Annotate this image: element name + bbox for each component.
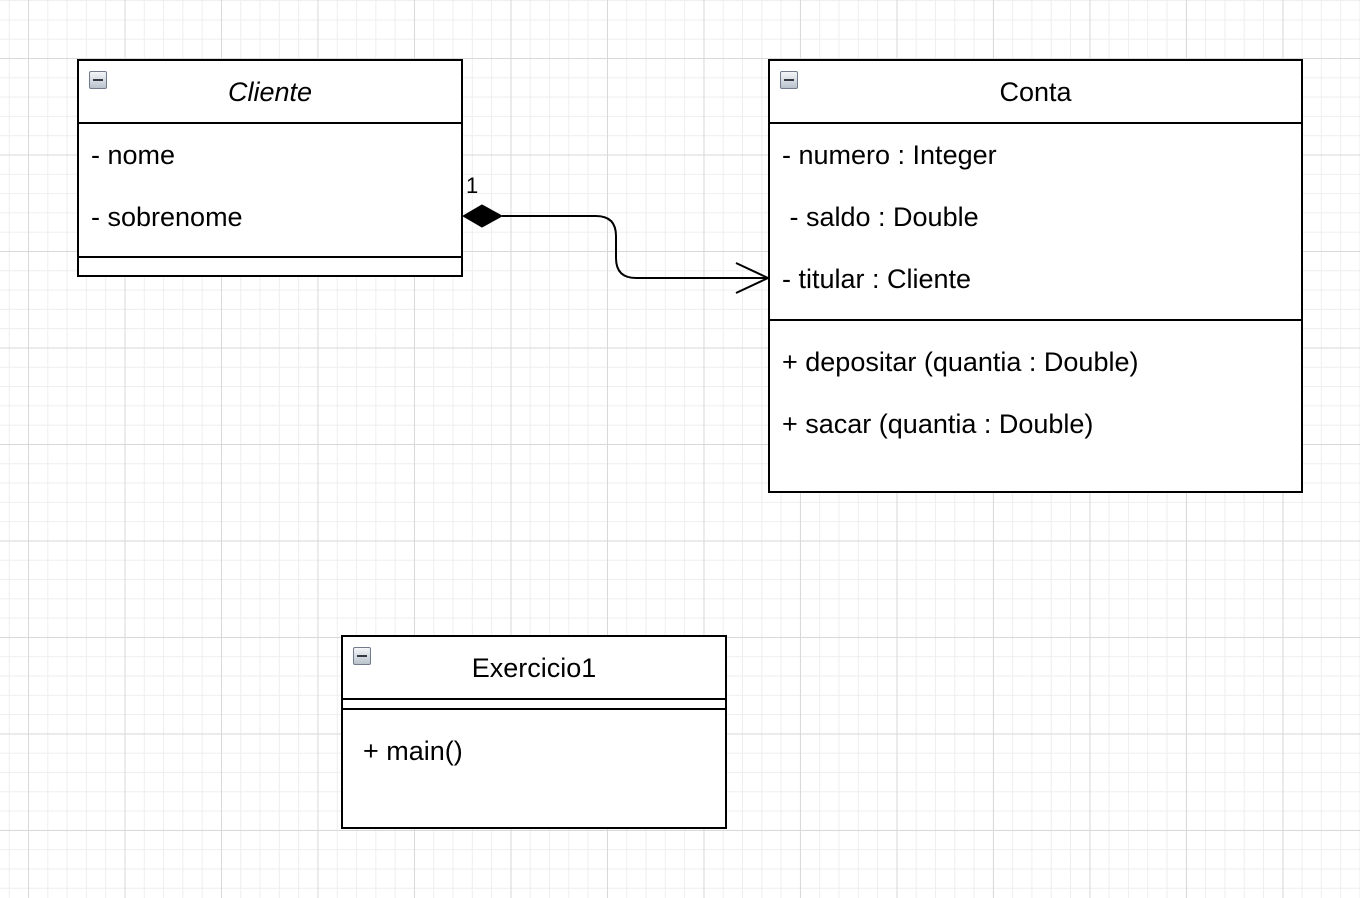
collapse-minus-icon[interactable] <box>89 71 107 89</box>
class-conta-attributes: - numero : Integer - saldo : Double - ti… <box>770 124 1301 321</box>
attribute-row[interactable]: - nome <box>91 140 176 170</box>
method-row[interactable]: + main() <box>363 736 463 766</box>
composition-diamond-icon <box>462 204 504 228</box>
multiplicity-label: 1 <box>466 173 479 198</box>
class-exercicio1[interactable]: Exercicio1 + main() <box>341 635 727 829</box>
attribute-row[interactable]: - numero : Integer <box>782 140 997 170</box>
attribute-row[interactable]: - saldo : Double <box>782 202 979 232</box>
class-conta-name: Conta <box>999 77 1072 107</box>
class-cliente-name: Cliente <box>227 77 313 107</box>
collapse-minus-icon[interactable] <box>353 647 371 665</box>
attribute-row[interactable]: - titular : Cliente <box>782 264 972 294</box>
class-conta-methods: + depositar (quantia : Double) + sacar (… <box>770 321 1301 455</box>
class-cliente[interactable]: Cliente - nome - sobrenome <box>77 59 463 277</box>
method-row[interactable]: + sacar (quantia : Double) <box>782 409 1094 439</box>
method-row[interactable]: + depositar (quantia : Double) <box>782 347 1139 377</box>
class-cliente-attributes: - nome - sobrenome <box>79 124 461 258</box>
attribute-row[interactable]: - sobrenome <box>91 202 243 232</box>
class-conta-header[interactable]: Conta <box>770 61 1301 124</box>
class-exercicio1-methods: + main() <box>343 710 725 782</box>
collapse-minus-icon[interactable] <box>780 71 798 89</box>
class-exercicio1-attributes <box>343 700 725 710</box>
class-conta[interactable]: Conta - numero : Integer - saldo : Doubl… <box>768 59 1303 493</box>
class-exercicio1-name: Exercicio1 <box>471 653 597 683</box>
composition-edge[interactable] <box>502 215 768 279</box>
class-exercicio1-header[interactable]: Exercicio1 <box>343 637 725 700</box>
open-arrowhead-icon <box>735 262 771 294</box>
class-cliente-header[interactable]: Cliente <box>79 61 461 124</box>
class-cliente-methods <box>79 258 461 273</box>
